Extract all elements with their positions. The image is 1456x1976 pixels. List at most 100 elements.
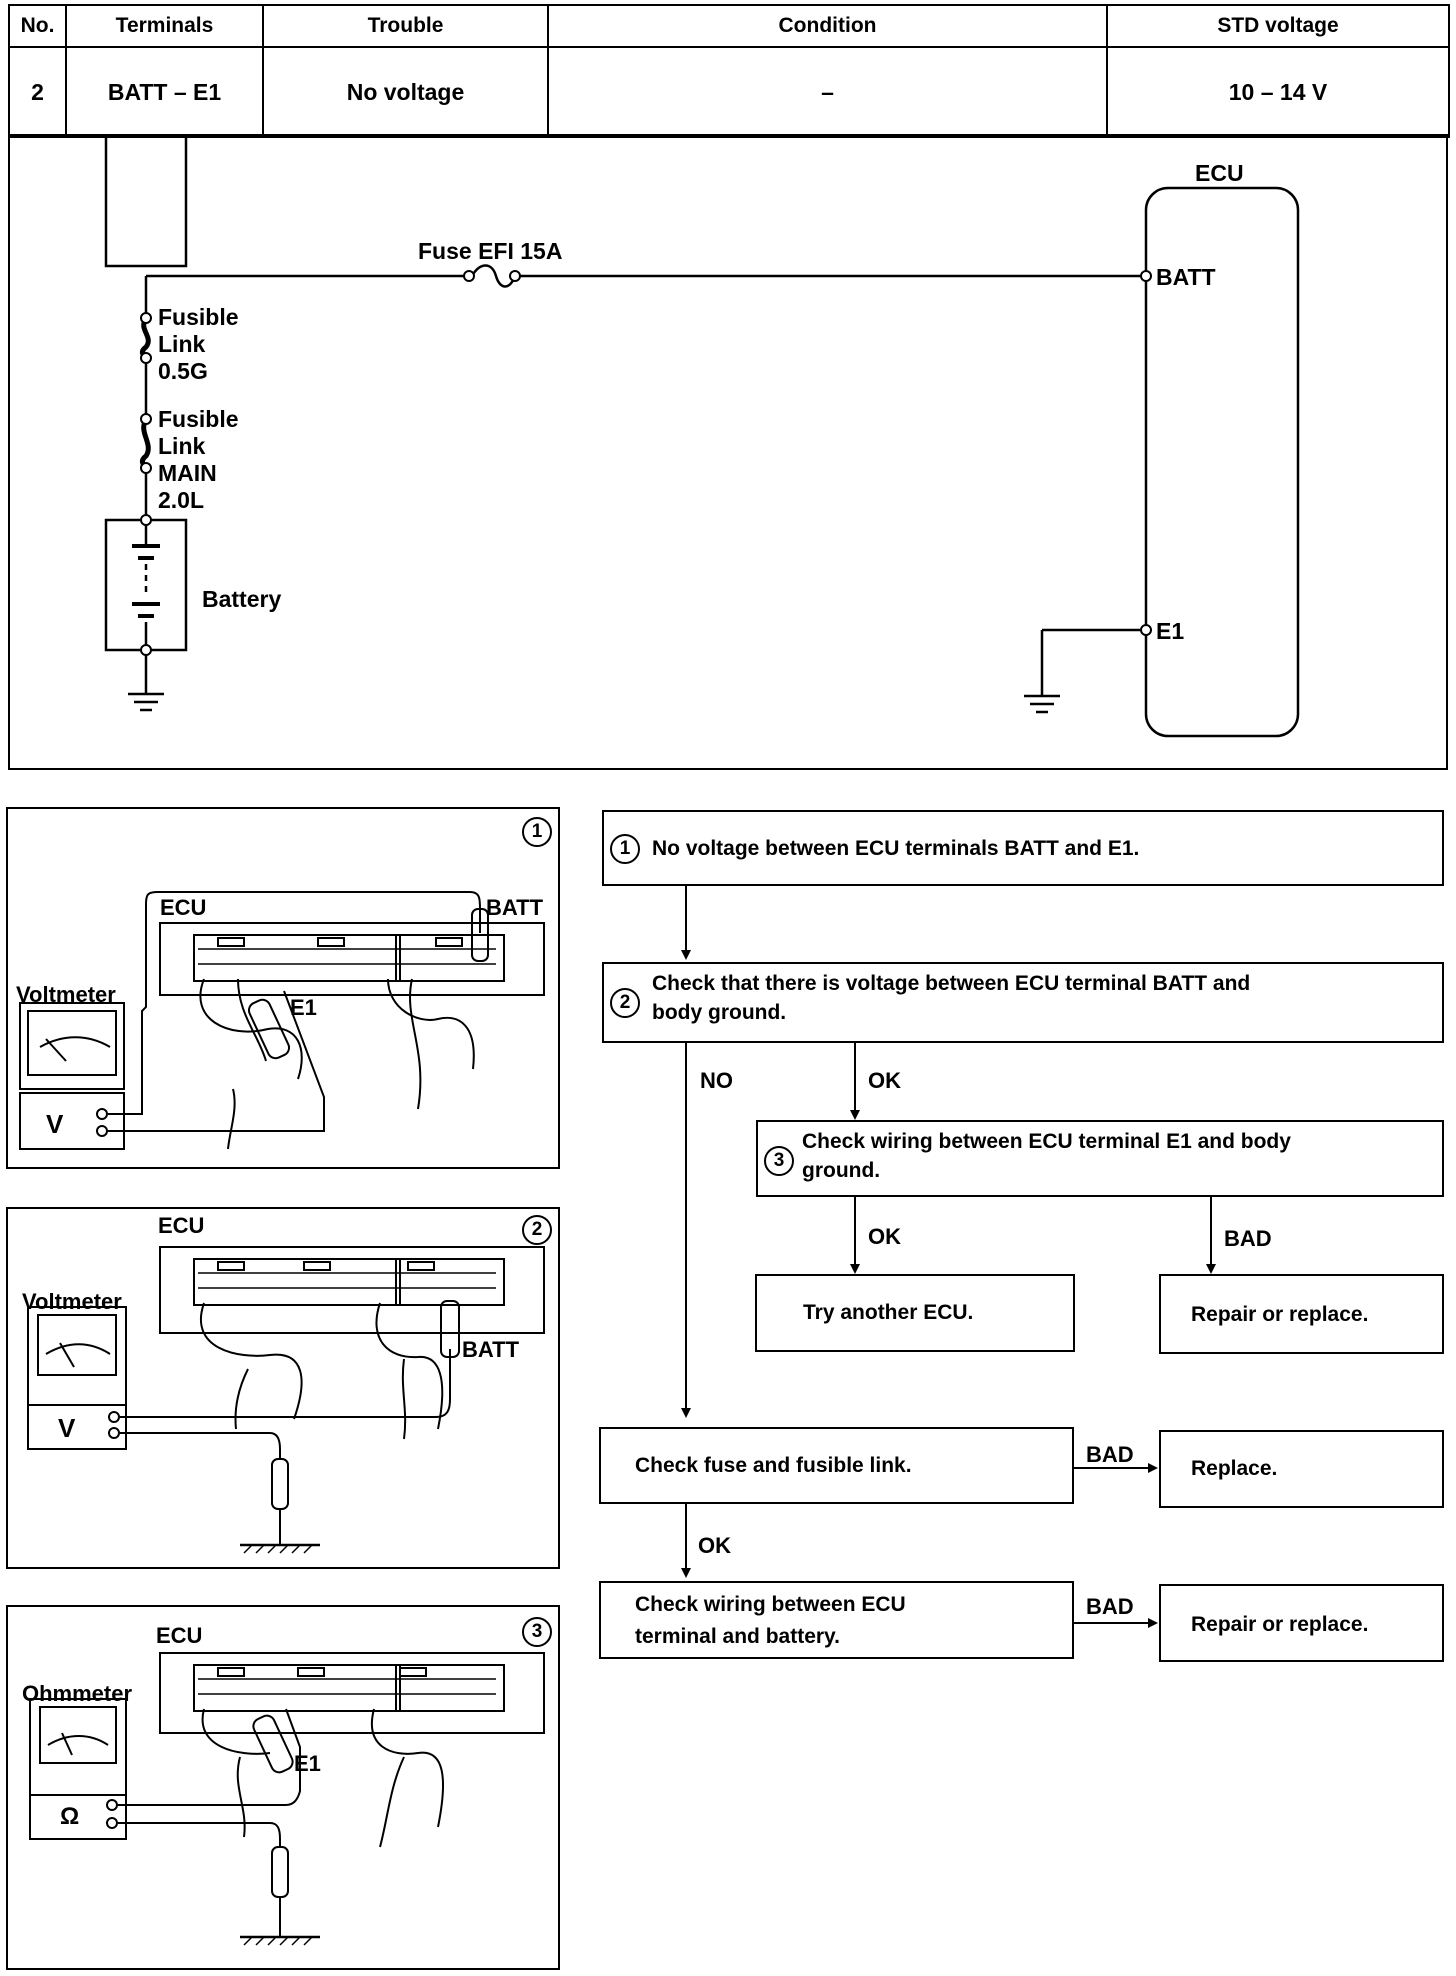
terminal-node <box>509 270 521 282</box>
step-number-badge: 2 <box>522 1215 552 1245</box>
probe <box>440 1300 460 1358</box>
cell-std-voltage: 10 – 14 V <box>1106 46 1450 138</box>
fusible-link-rating: 0.5G <box>158 358 208 384</box>
meter-label: Voltmeter <box>16 982 116 1007</box>
fuse-label: Fuse EFI 15A <box>418 238 563 264</box>
fusible-link-label: MAIN <box>158 460 217 486</box>
terminal-node <box>1140 624 1152 636</box>
flow-step-2-box: 2 Check that there is voltage between EC… <box>602 962 1444 1043</box>
terminal-node <box>140 644 152 656</box>
ecu-connector <box>159 1652 545 1734</box>
ecu-connector <box>159 922 545 996</box>
meter-symbol: V <box>58 1413 76 1443</box>
procedure-panel-3: 3 ECU E1 Ohmmeter Ω <box>6 1605 560 1970</box>
meter-label: Ohmmeter <box>22 1681 133 1706</box>
header-terminals: Terminals <box>65 4 264 48</box>
voltmeter <box>19 1002 125 1090</box>
ecu-connector <box>159 1246 545 1334</box>
cell-terminals: BATT – E1 <box>65 46 264 138</box>
terminal-node <box>140 514 152 526</box>
table-header-row: No. Terminals Trouble Condition STD volt… <box>8 4 1450 48</box>
cell-condition: – <box>547 46 1108 138</box>
flow-step-1-box: 1 No voltage between ECU terminals BATT … <box>602 810 1444 886</box>
flow-check-fuse-text: Check fuse and fusible link. <box>635 1454 912 1477</box>
meter-symbol: Ω <box>60 1803 80 1830</box>
branch-label-bad: BAD <box>1224 1226 1272 1251</box>
ecu-label: ECU <box>158 1213 205 1238</box>
circuit-diagram: ECU Fuse EFI 15A BATT E1 Fusible Link 0.… <box>8 134 1448 770</box>
test-setup-illustration <box>27 1246 545 1554</box>
fuse-icon <box>470 264 517 288</box>
flow-try-another-ecu-box: Try another ECU. <box>755 1274 1075 1352</box>
fusible-link-rating: 2.0L <box>158 487 205 513</box>
step-number-badge: 3 <box>764 1146 794 1176</box>
test-setup-illustration <box>19 891 545 1150</box>
e1-terminal-label: E1 <box>1156 618 1185 644</box>
flow-repair-box: Repair or replace. <box>1159 1274 1444 1354</box>
step-number-badge: 2 <box>610 988 640 1018</box>
ecu-label: ECU <box>156 1623 203 1648</box>
probe-label-e1: E1 <box>290 995 317 1020</box>
meter-symbol: V <box>46 1109 64 1139</box>
flow-check-wiring-text: Check wiring between ECU <box>635 1593 906 1616</box>
flow-step-3-text: ground. <box>802 1159 881 1182</box>
probe-label-batt: BATT <box>486 895 544 920</box>
spec-table: No. Terminals Trouble Condition STD volt… <box>8 4 1450 138</box>
terminal-node <box>1140 270 1152 282</box>
procedure-panel-1: 1 ECU BATT E1 Voltmeter V <box>6 807 560 1169</box>
probe-label-e1: E1 <box>294 1751 321 1776</box>
flow-check-wiring-box: Check wiring between ECU terminal and ba… <box>599 1581 1074 1659</box>
branch-label-ok: OK <box>698 1533 731 1558</box>
flow-step-1-text: No voltage between ECU terminals BATT an… <box>652 837 1140 860</box>
flow-step-2-text: Check that there is voltage between ECU … <box>652 972 1251 995</box>
fusible-link-label: Fusible <box>158 406 239 432</box>
circuit-wiring <box>104 136 1300 738</box>
test-setup-illustration <box>29 1652 545 1946</box>
flow-step-3-box: 3 Check wiring between ECU terminal E1 a… <box>756 1120 1444 1197</box>
flow-check-wiring-text: terminal and battery. <box>635 1625 840 1648</box>
header-std-voltage: STD voltage <box>1106 4 1450 48</box>
fusible-link-label: Link <box>158 433 206 459</box>
flow-repair-text: Repair or replace. <box>1191 1613 1369 1636</box>
step-number-badge: 1 <box>522 817 552 847</box>
probe <box>247 998 291 1060</box>
header-condition: Condition <box>547 4 1108 48</box>
header-no: No. <box>8 4 67 48</box>
probe <box>252 1714 294 1774</box>
ecu-box <box>1144 186 1300 738</box>
probe <box>471 908 489 962</box>
step-number-badge: 1 <box>610 834 640 864</box>
flow-check-fuse-box: Check fuse and fusible link. <box>599 1427 1074 1504</box>
branch-label-ok: OK <box>868 1068 901 1093</box>
flow-repair-text: Repair or replace. <box>1191 1303 1369 1326</box>
flow-step-2-text: body ground. <box>652 1001 787 1024</box>
batt-terminal-label: BATT <box>1156 264 1216 290</box>
battery-box <box>104 136 188 268</box>
terminal-node <box>140 312 152 324</box>
branch-label-ok: OK <box>868 1224 901 1249</box>
terminal-node <box>140 352 152 364</box>
branch-label-bad: BAD <box>1086 1442 1134 1467</box>
flow-step-3-text: Check wiring between ECU terminal E1 and… <box>802 1130 1291 1153</box>
flow-repair-box: Repair or replace. <box>1159 1584 1444 1662</box>
flow-replace-box: Replace. <box>1159 1430 1444 1508</box>
battery-label: Battery <box>202 586 282 612</box>
terminal-node <box>140 413 152 425</box>
header-trouble: Trouble <box>262 4 549 48</box>
branch-label-bad: BAD <box>1086 1594 1134 1619</box>
cell-trouble: No voltage <box>262 46 549 138</box>
terminal-node <box>140 462 152 474</box>
probe-label-batt: BATT <box>462 1337 520 1362</box>
flow-replace-text: Replace. <box>1191 1457 1278 1480</box>
fusible-link-label: Link <box>158 331 206 357</box>
meter-label: Voltmeter <box>22 1289 122 1314</box>
ecu-label: ECU <box>160 895 207 920</box>
cell-no: 2 <box>8 46 67 138</box>
terminal-node <box>463 270 475 282</box>
ecu-label: ECU <box>1195 160 1244 186</box>
procedure-panel-2: 2 ECU BATT Voltmeter V <box>6 1207 560 1569</box>
branch-label-no: NO <box>700 1068 733 1093</box>
step-number-badge: 3 <box>522 1617 552 1647</box>
flow-try-another-ecu-text: Try another ECU. <box>803 1301 974 1324</box>
